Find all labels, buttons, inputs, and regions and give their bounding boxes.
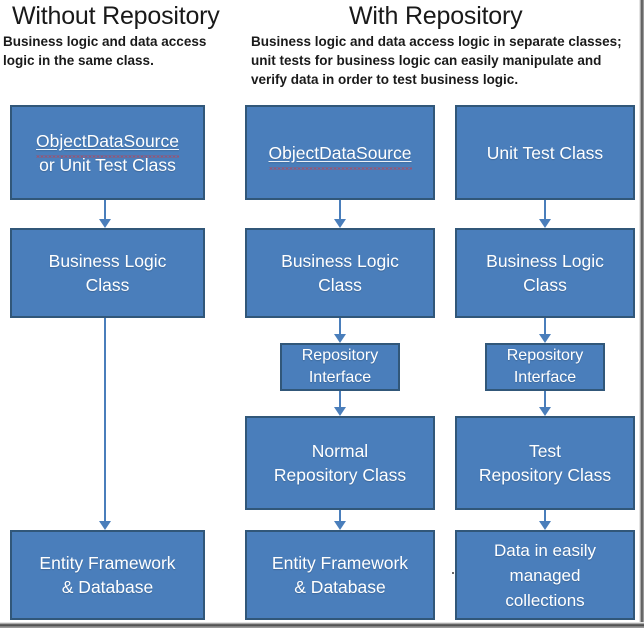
node-label: Unit Test Class xyxy=(463,141,627,165)
connector-arrow xyxy=(538,510,552,530)
node-line1: Normal xyxy=(311,441,369,461)
node-label: Entity Framework & Database xyxy=(18,551,197,599)
right-column-description: Business logic and data access logic in … xyxy=(251,34,622,87)
node-entity-framework-database[interactable]: Entity Framework & Database xyxy=(245,530,435,620)
node-line1: Repository xyxy=(301,347,379,364)
connector-arrow xyxy=(538,200,552,228)
node-line2: Interface xyxy=(513,369,577,386)
connector-arrow xyxy=(333,200,347,228)
image-speck xyxy=(452,572,454,574)
node-line2: or Unit Test Class xyxy=(39,154,176,175)
node-line1: Repository xyxy=(506,347,584,364)
node-line3: collections xyxy=(505,590,585,610)
node-line1: ObjectDataSource xyxy=(36,130,179,158)
node-data-in-easily-managed-collections[interactable]: Data in easily managed collections xyxy=(455,530,635,620)
node-line1: Entity Framework xyxy=(39,553,176,573)
left-column-description: Business logic and data access logic in … xyxy=(3,34,207,68)
connector-arrow xyxy=(333,510,347,530)
left-column-title: Without Repository xyxy=(12,2,220,30)
node-line1: Business Logic xyxy=(281,251,399,271)
frame-edge-bottom xyxy=(0,622,644,628)
node-line2: & Database xyxy=(294,577,386,597)
connector-arrow xyxy=(333,318,347,343)
node-unit-test-class[interactable]: Unit Test Class xyxy=(455,105,635,200)
node-line2: Class xyxy=(85,275,130,295)
node-line2: managed xyxy=(509,565,581,585)
node-line2: Repository Class xyxy=(478,465,612,485)
connector-arrow xyxy=(538,391,552,416)
node-label: Data in easily managed collections xyxy=(463,538,627,613)
node-line2: Class xyxy=(318,275,362,295)
node-line1: Data in easily xyxy=(493,540,597,560)
node-entity-framework-database[interactable]: Entity Framework & Database xyxy=(10,530,205,620)
connector-arrow-long xyxy=(98,318,112,530)
node-line1: Business Logic xyxy=(48,251,167,271)
right-column-title: With Repository xyxy=(349,2,523,30)
connector-arrow xyxy=(98,200,112,228)
node-line2: Class xyxy=(523,275,567,295)
node-line1: Entity Framework xyxy=(271,553,409,573)
node-line2: Repository Class xyxy=(273,465,407,485)
connector-arrow xyxy=(538,318,552,343)
node-line2: Interface xyxy=(308,369,372,386)
node-label: Entity Framework & Database xyxy=(253,551,427,599)
node-line2: & Database xyxy=(61,577,154,597)
node-line1: ObjectDataSource xyxy=(268,142,412,170)
node-line1: Business Logic xyxy=(486,251,604,271)
frame-edge-right xyxy=(639,0,644,628)
node-line1: Unit Test Class xyxy=(486,142,604,163)
connector-arrow xyxy=(333,391,347,416)
node-label: ObjectDataSource xyxy=(253,141,427,170)
node-line1: Test xyxy=(528,441,562,461)
node-objectdatasource[interactable]: ObjectDataSource xyxy=(245,105,435,200)
